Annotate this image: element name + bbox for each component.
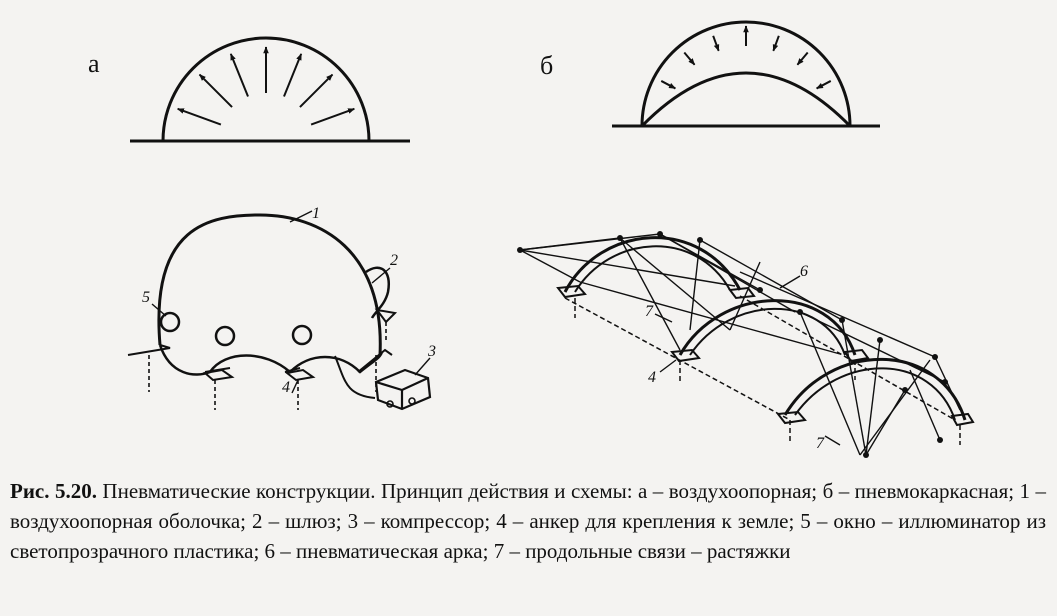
air-supported-shell-scheme [127,210,432,411]
callout-4-right: 4 [648,369,656,386]
pneumatic-structures-figure: а б [88,20,975,458]
leader-lines-left [151,210,431,394]
cable-node [617,235,623,241]
arch-anchor-plates [556,284,975,427]
cable-node [657,231,663,237]
callout-1: 1 [312,205,320,222]
compressor-wheel [386,400,394,408]
caption-label: Рис. 5.20. [10,479,97,503]
compressor-hose [334,355,376,399]
compressor [374,368,432,411]
pressure-arrow [229,53,249,97]
left-callouts: 1 2 3 4 5 [142,205,436,396]
caption-text: Пневматические конструкции. Принцип дейс… [10,479,1047,563]
callout-5: 5 [142,289,150,306]
compressor-wheel [408,397,416,405]
callout-3: 3 [427,343,436,360]
callout-6: 6 [800,263,808,280]
panel-a-air-supported-principle: а [88,36,410,143]
pressure-arrow [283,53,303,97]
pressure-arrow [796,51,809,66]
panel-b-pressure-arrows [660,25,832,90]
stay-cables [519,233,961,456]
pressure-arrow [299,73,334,108]
pressure-arrow [310,107,355,126]
right-callouts: 6 7 4 7 [645,263,825,452]
leader-lines-right [654,275,841,446]
pneumatic-arch [574,245,731,293]
air-frame-arches-scheme [519,233,975,456]
pressure-arrow [772,35,780,52]
cable-node [937,437,943,443]
panel-a-dome-outline [161,36,371,142]
pressure-arrow [660,80,676,90]
panel-b-inner-arch [640,71,852,128]
pressure-arrow [816,80,832,90]
callout-2: 2 [390,252,398,269]
porthole-window [291,324,313,346]
porthole-window [159,311,181,333]
pressure-arrow [198,73,233,108]
pressure-arrow [177,107,222,126]
callout-7-bottom: 7 [816,435,825,452]
air-supported-shell [157,213,382,356]
pneumatic-arch [783,357,967,421]
shell-scalloped-base [158,344,384,376]
panel-a-pressure-arrows [177,46,355,126]
callout-4-left: 4 [282,379,290,396]
pneumatic-arch [678,299,857,356]
ground-anchor [284,368,316,382]
panel-b-outer-arch [640,20,852,127]
panel-b-letter: б [540,51,553,80]
cable-node [697,237,703,243]
cable-node [902,387,908,393]
pressure-arrow [683,51,696,66]
pneumatic-arch [563,236,742,293]
airlock [365,266,391,319]
cable-node [877,337,883,343]
airlock-anchor [374,308,398,324]
panel-a-letter: а [88,49,100,78]
arch-cable-nodes [517,231,948,458]
anchor-stakes [148,322,387,410]
cable-node [863,452,869,458]
pressure-arrow [712,35,720,52]
pneumatic-arch [794,367,956,421]
cable-node [757,287,763,293]
cable-node [932,354,938,360]
ground-tie-dashes [564,295,961,445]
ground-anchor [202,368,235,382]
pneumatic-arch [689,307,846,356]
callout-7-top: 7 [645,303,654,320]
porthole-window [214,325,236,347]
cable-node [797,309,803,315]
cable-node [839,317,845,323]
figure-caption: Рис. 5.20. Пневматические конструкции. П… [10,476,1046,566]
cable-node [942,379,948,385]
cable-node [517,247,523,253]
panel-b-air-frame-principle: б [540,20,880,128]
